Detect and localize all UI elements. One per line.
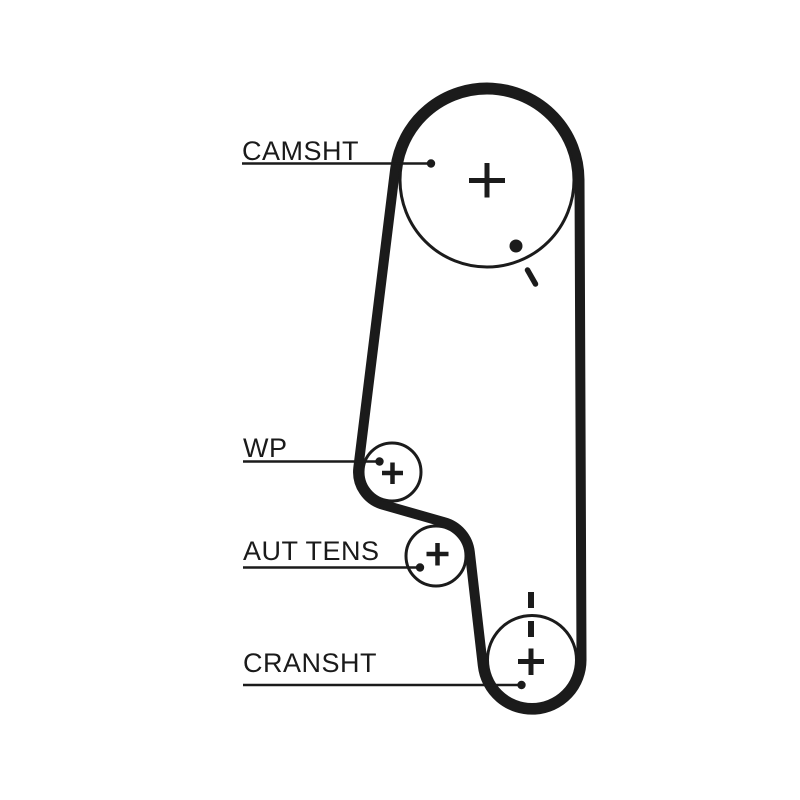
water-pump-center-cross-icon xyxy=(382,462,403,484)
water-pump-leader-line xyxy=(243,457,384,466)
camshaft-leader-line xyxy=(242,159,436,168)
camshaft-timing-dot xyxy=(509,239,523,253)
tensioner-pulley xyxy=(404,524,468,588)
camshaft-center-cross-icon xyxy=(469,163,505,198)
water-pump-leader-dot xyxy=(375,457,384,466)
camshaft-timing-mark-icon xyxy=(524,267,539,287)
camshaft-pulley xyxy=(398,91,576,269)
tensioner-leader-line xyxy=(243,563,425,572)
crankshaft-leader-line xyxy=(243,680,526,690)
tensioner-leader-dot xyxy=(415,563,425,572)
crankshaft-pulley xyxy=(486,614,578,706)
tensioner-center-cross-icon xyxy=(426,543,449,566)
camshaft-leader-dot xyxy=(426,159,436,168)
camshaft-label: CAMSHT xyxy=(242,136,359,166)
timing-belt xyxy=(353,82,587,715)
crankshaft-label: CRANSHT xyxy=(243,648,377,678)
water-pump-label: WP xyxy=(243,433,288,463)
tensioner-label: AUT TENS xyxy=(243,536,380,566)
crankshaft-leader-dot xyxy=(517,680,526,690)
crankshaft-center-cross-icon xyxy=(518,648,544,675)
water-pump-pulley xyxy=(361,441,423,503)
